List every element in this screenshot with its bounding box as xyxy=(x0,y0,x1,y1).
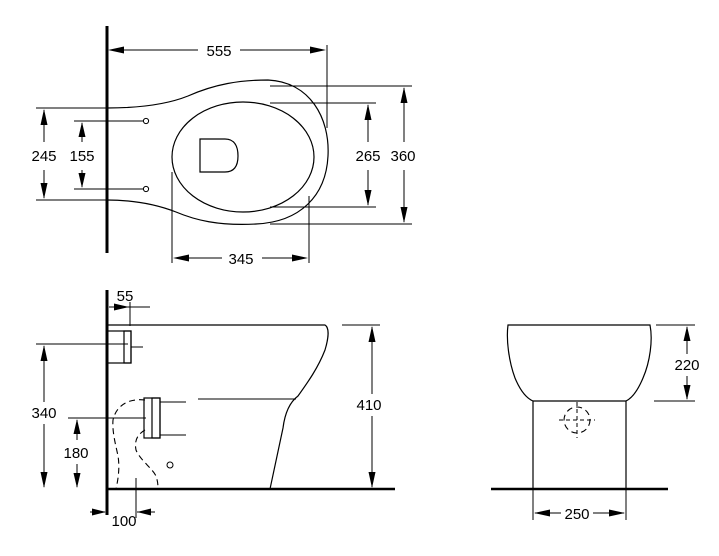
dim-250-label: 250 xyxy=(564,506,589,523)
end-view: 220 250 xyxy=(491,324,700,523)
dim-100-label: 100 xyxy=(111,513,136,530)
dim-155-label: 155 xyxy=(69,148,94,165)
dim-555-arrow-left xyxy=(108,46,124,54)
side-pan-outline xyxy=(107,324,329,490)
dim-180-label: 180 xyxy=(63,445,88,462)
dim-360-arrow-top xyxy=(400,87,408,103)
plan-fixing-hole-top xyxy=(142,117,150,125)
dim-555-label: 555 xyxy=(206,43,231,60)
dim-555-arrow-right xyxy=(310,46,326,54)
dim-250-arrow-right xyxy=(609,509,625,517)
dim-155-arrow-top xyxy=(78,122,86,137)
dim-410-label: 410 xyxy=(356,397,381,414)
dim-340-arrow-bottom xyxy=(40,472,48,488)
side-trap-hidden-inner xyxy=(134,429,159,490)
dim-265-arrow-bottom xyxy=(364,190,372,206)
dim-340-arrow-top xyxy=(40,345,48,361)
dim-360-label: 360 xyxy=(390,148,415,165)
plan-fixing-hole-bottom xyxy=(142,185,150,193)
side-trap-hidden xyxy=(112,399,146,490)
plan-bowl-rim xyxy=(171,101,315,213)
dim-180-arrow-bottom xyxy=(73,473,81,488)
dim-220-arrow-top xyxy=(683,326,691,341)
dim-265-arrow-top xyxy=(364,104,372,120)
dim-180-arrow-top xyxy=(73,419,81,434)
end-bowl-outline xyxy=(506,324,652,402)
dim-55-label: 55 xyxy=(117,288,134,305)
plan-outlet-symbol xyxy=(199,138,239,173)
dim-410-arrow-bottom xyxy=(368,472,376,488)
dim-360-arrow-bottom xyxy=(400,207,408,223)
dim-245-arrow-bottom xyxy=(40,183,48,199)
dim-100-arrow-right xyxy=(137,508,151,516)
side-inlet-spigot xyxy=(106,330,132,364)
dim-265-label: 265 xyxy=(355,148,380,165)
plan-pan-outline xyxy=(106,79,329,225)
side-inlet-spigot-inner xyxy=(123,330,132,364)
dim-100-arrow-left xyxy=(92,508,106,516)
dim-340-label: 340 xyxy=(31,405,56,422)
dim-345-arrow-left xyxy=(173,254,189,262)
dim-155-arrow-bottom xyxy=(78,173,86,188)
dim-345-label: 345 xyxy=(228,251,253,268)
side-outlet-spigot-inner xyxy=(151,397,161,439)
dim-250-arrow-left xyxy=(534,509,550,517)
side-fixing-hole xyxy=(166,461,174,469)
dim-245-arrow-top xyxy=(40,109,48,125)
dim-55-arrow xyxy=(114,303,129,311)
dim-345-arrow-right xyxy=(292,254,308,262)
plan-view: 555 360 265 345 245 xyxy=(31,26,416,268)
dim-220-arrow-bottom xyxy=(683,385,691,400)
dim-245-label: 245 xyxy=(31,148,56,165)
side-view: 55 340 180 100 410 xyxy=(31,288,395,530)
dim-220-label: 220 xyxy=(674,357,699,374)
dim-410-arrow-top xyxy=(368,326,376,342)
